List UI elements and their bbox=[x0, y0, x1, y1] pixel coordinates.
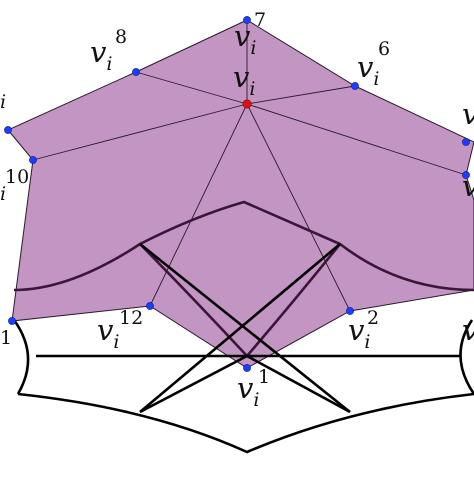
edge-to-right bbox=[246, 103, 467, 176]
curve-upper-arc bbox=[13, 200, 474, 292]
edge-to-v2 bbox=[246, 103, 351, 312]
frame-cross-b bbox=[139, 243, 341, 413]
label-right-top-fragment: v bbox=[462, 97, 474, 131]
label-v12: vi bbox=[97, 313, 119, 353]
frame-cross-a bbox=[139, 242, 351, 414]
one-ring-region bbox=[7, 19, 474, 369]
label-v10-sup: 10 bbox=[5, 166, 29, 188]
vertex-v10-dot bbox=[29, 156, 37, 164]
vertex-left-bottom-dot bbox=[8, 317, 16, 325]
vertex-v2-dot bbox=[346, 307, 354, 315]
vertex-center-dot bbox=[242, 99, 252, 109]
vertex-dots bbox=[4, 16, 470, 372]
vertex-right-top-dot bbox=[462, 138, 470, 146]
vertex-right-mid-dot bbox=[462, 171, 470, 179]
vertex-v8-dot bbox=[132, 68, 140, 76]
frame-right-side bbox=[459, 319, 474, 395]
label-left-top-fragment: i bbox=[0, 91, 6, 113]
vertex-v6-dot bbox=[351, 82, 359, 90]
vertex-v7-dot bbox=[243, 16, 251, 24]
vertex-v1-dot bbox=[243, 364, 251, 372]
label-v8-sup: 8 bbox=[115, 26, 127, 48]
edge-to-v8 bbox=[135, 71, 248, 105]
label-v7-sup: 7 bbox=[254, 9, 266, 31]
frame-leg-right bbox=[246, 354, 351, 414]
frame-lines bbox=[12, 242, 474, 454]
curve-diamond-left bbox=[139, 243, 248, 357]
frame-left-side bbox=[12, 319, 30, 395]
label-v1: vi bbox=[237, 371, 259, 411]
label-v10-sub: i bbox=[0, 183, 6, 205]
vertex-left-top-dot bbox=[4, 126, 12, 134]
label-v1-sup: 1 bbox=[258, 366, 270, 388]
label-right-mid-fragment: v bbox=[462, 169, 474, 203]
label-v12-sup: 12 bbox=[119, 307, 143, 329]
edge-to-v6 bbox=[246, 85, 356, 105]
curve-network bbox=[13, 200, 474, 357]
label-v2-sup: 2 bbox=[367, 307, 379, 329]
label-center: vi bbox=[233, 60, 255, 100]
vertex-labels: vi vi 7 vi 8 vi 6 10 i vi 12 vi 2 bbox=[0, 9, 474, 411]
label-v7: vi bbox=[234, 19, 256, 59]
label-v6: vi bbox=[357, 50, 379, 90]
label-v2: vi bbox=[348, 313, 370, 353]
edge-to-v10 bbox=[32, 103, 248, 161]
vertex-v12-dot bbox=[146, 302, 154, 310]
frame-leg-left bbox=[139, 354, 248, 414]
label-v6-sup: 6 bbox=[378, 38, 390, 60]
frame-bottom-curve bbox=[17, 392, 474, 454]
label-left-bottom-fragment: 1 bbox=[0, 327, 12, 349]
label-right-bottom-fragment: v bbox=[462, 313, 474, 347]
label-v8: vi bbox=[90, 35, 112, 75]
curve-diamond-right bbox=[246, 243, 342, 357]
